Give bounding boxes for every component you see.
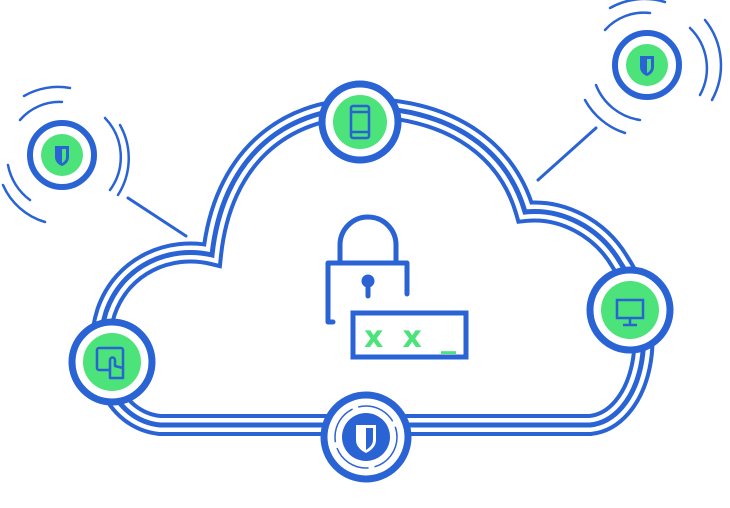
remote-shield-right bbox=[583, 0, 723, 135]
tablet-node bbox=[68, 318, 156, 406]
monitor-icon bbox=[615, 298, 645, 327]
bitwarden-shield-node bbox=[320, 391, 412, 483]
phone-node bbox=[318, 80, 402, 164]
lock-icon bbox=[325, 214, 410, 325]
remote-shield-left bbox=[1, 85, 130, 224]
phone-icon bbox=[349, 104, 371, 140]
monitor-node bbox=[586, 266, 674, 354]
password-masked-value: xx_ bbox=[364, 320, 456, 355]
tablet-touch-icon bbox=[95, 346, 125, 380]
connector-lines bbox=[126, 126, 598, 238]
password-field-icon: xx_ bbox=[350, 310, 469, 360]
